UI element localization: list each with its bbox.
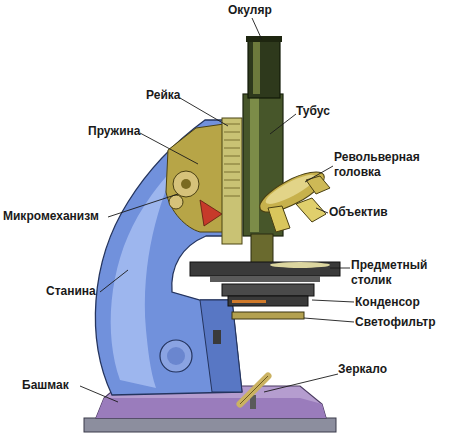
- part-label: Станина: [46, 284, 96, 299]
- gear-small: [169, 195, 183, 209]
- base-front: [96, 398, 326, 418]
- mirror-edge: [240, 376, 268, 404]
- leader-line: [108, 194, 178, 217]
- part-label: Конденсор: [355, 295, 420, 310]
- eyepiece-highlight: [253, 42, 260, 94]
- stage-clip: [270, 262, 330, 268]
- condenser-lower: [228, 296, 308, 306]
- light-filter: [232, 312, 304, 319]
- eyepiece: [248, 38, 280, 98]
- part-label: Рейка: [146, 88, 180, 103]
- part-label: Револьверная головка: [334, 150, 434, 180]
- leader-line: [312, 300, 354, 302]
- leader-line: [305, 166, 333, 182]
- condenser-band: [232, 300, 266, 303]
- leader-line: [316, 208, 328, 213]
- screw: [213, 330, 221, 344]
- part-label: Тубус: [296, 104, 330, 119]
- mirror: [240, 376, 268, 404]
- leader-line: [180, 98, 228, 126]
- stage-under: [210, 276, 320, 282]
- focus-knob: [160, 340, 192, 372]
- objective: [306, 176, 330, 194]
- part-label: Башмак: [22, 378, 69, 393]
- rack: [222, 118, 242, 244]
- eyepiece-rim: [246, 36, 282, 42]
- condenser: [222, 284, 314, 296]
- part-label: Объектив: [329, 205, 388, 220]
- objective: [268, 206, 290, 232]
- leader-line: [80, 386, 118, 402]
- leader-lines: [80, 18, 354, 402]
- part-label: Пружина: [88, 124, 140, 139]
- spring-part: [200, 200, 222, 226]
- base-plate: [84, 418, 336, 432]
- part-label: Микромеханизм: [3, 209, 99, 224]
- part-label: Окуляр: [228, 3, 272, 18]
- tube-highlight: [250, 98, 259, 232]
- leader-line: [100, 270, 128, 292]
- arm: [95, 120, 242, 395]
- focus-knob-center: [167, 347, 185, 365]
- leader-line: [304, 318, 354, 322]
- gear-hub: [181, 179, 191, 189]
- gear: [173, 171, 199, 197]
- leader-line: [140, 133, 198, 164]
- rack-teeth: [224, 124, 240, 196]
- leader-line: [264, 374, 338, 392]
- part-label: Зеркало: [338, 362, 387, 377]
- lower-tube: [251, 234, 273, 266]
- leader-line: [252, 18, 262, 40]
- stage: [190, 262, 340, 276]
- gear-housing: [166, 124, 224, 232]
- leader-line: [330, 268, 350, 269]
- part-label: Светофильтр: [355, 315, 435, 330]
- leader-line: [270, 114, 296, 134]
- part-label: Предметный столик: [351, 258, 446, 288]
